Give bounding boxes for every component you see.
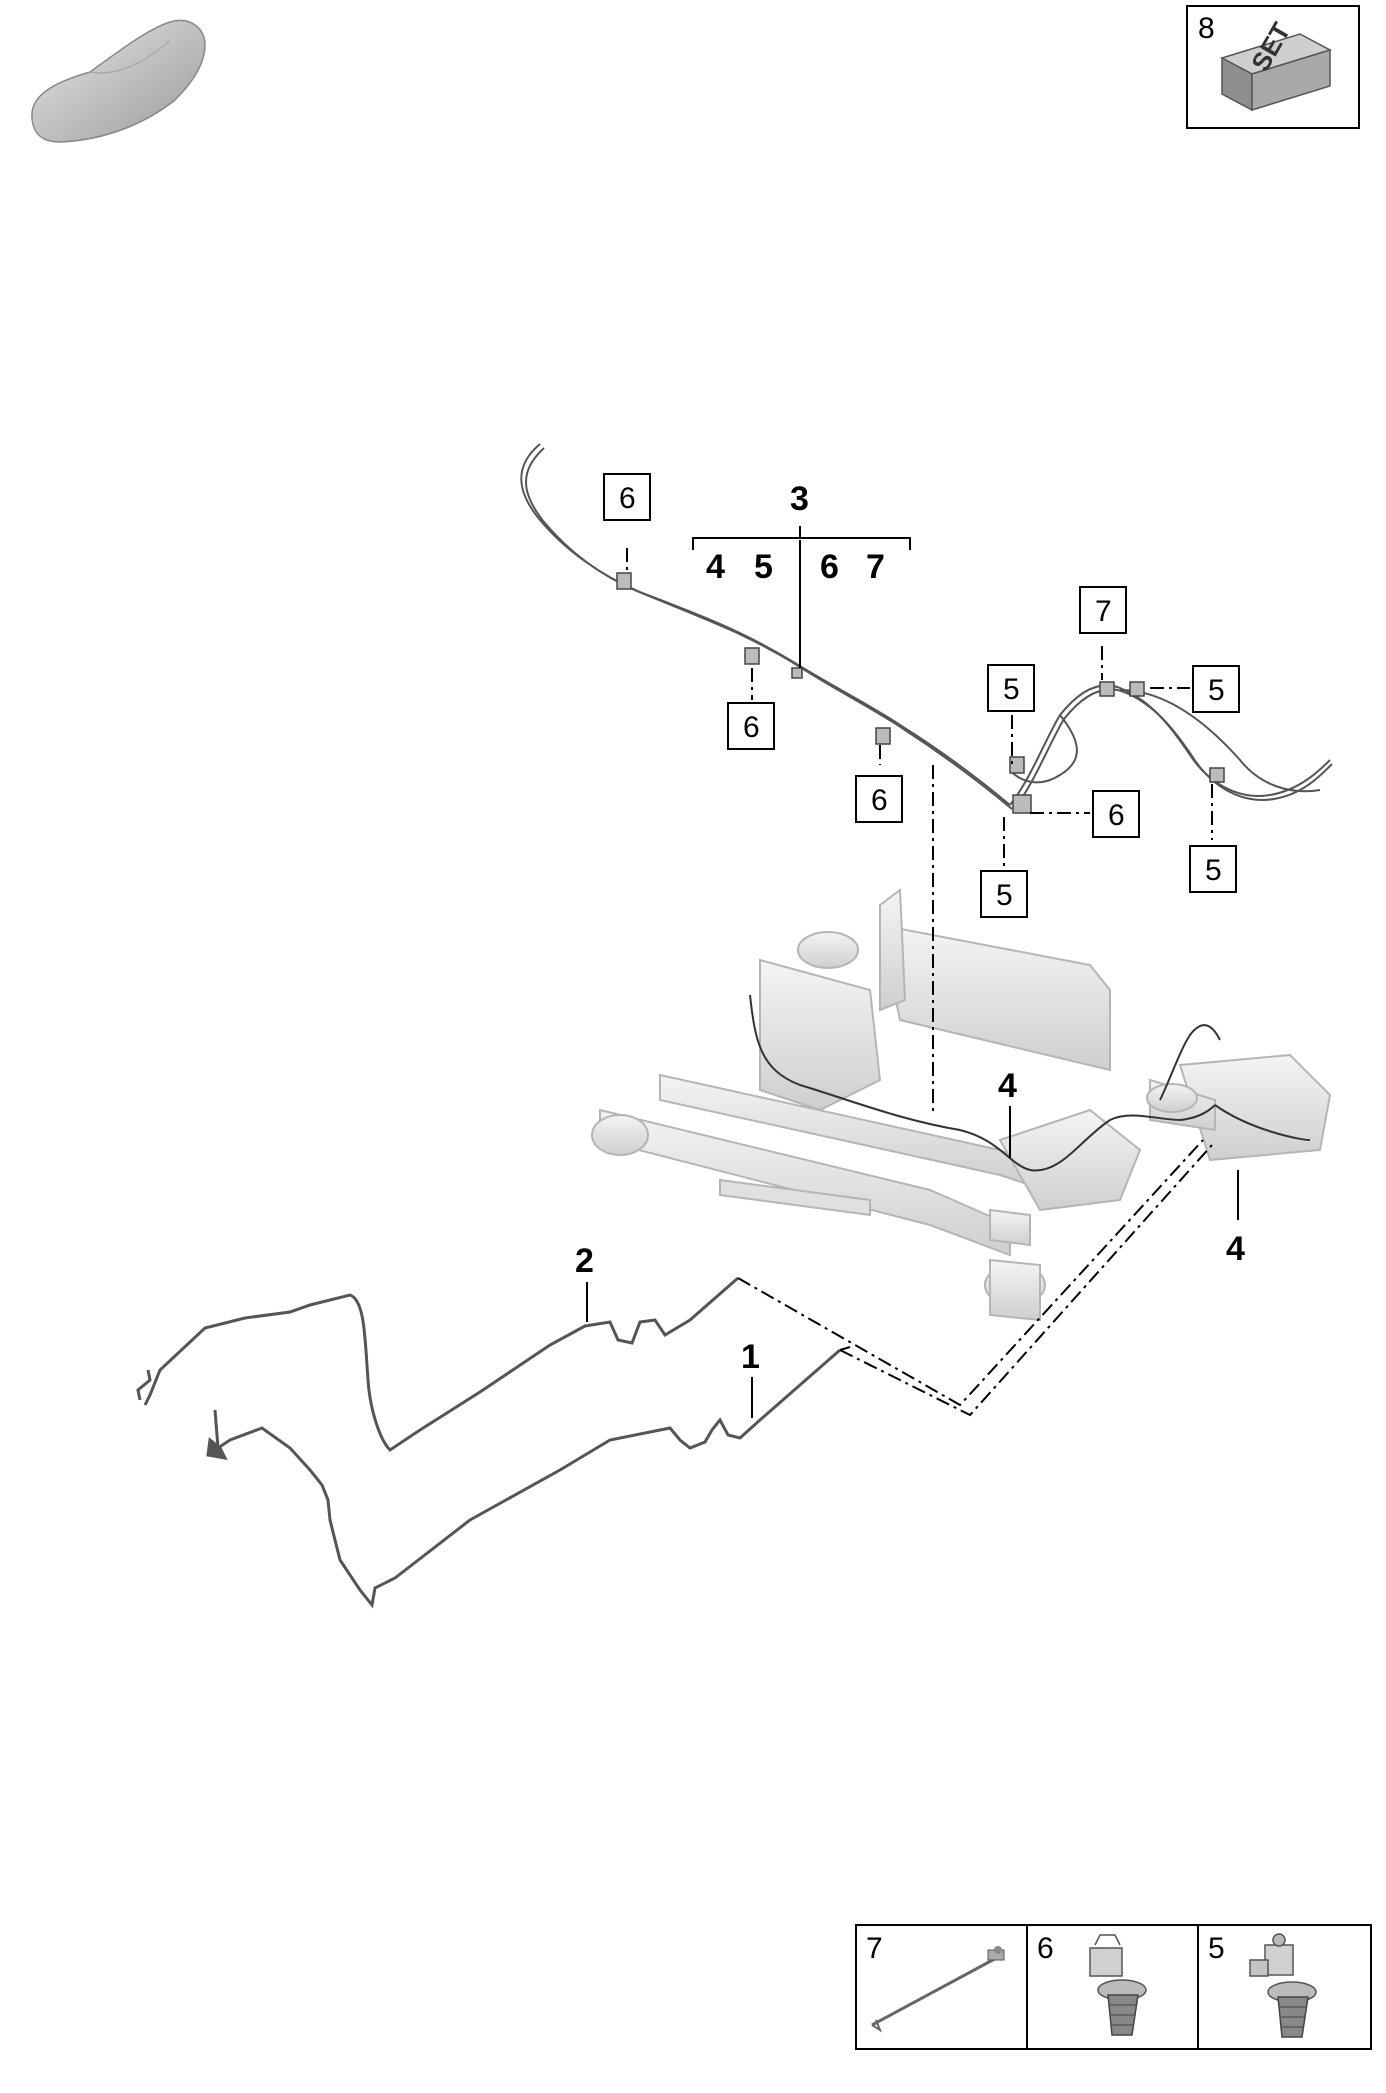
callout-6-left: 6 (727, 702, 775, 750)
holder-clip-icon (1249, 1933, 1317, 2038)
group-member-5: 5 (754, 548, 773, 586)
harness-clip (875, 727, 891, 745)
legend-number-7: 7 (866, 1932, 883, 1965)
set-box: 8 SET (1186, 5, 1360, 129)
frame-cables (749, 994, 1311, 1172)
callout-5-lower-left: 5 (980, 870, 1028, 918)
group-number: 3 (790, 480, 809, 518)
harness-connector (791, 667, 803, 679)
callout-5-upper-left: 5 (987, 664, 1035, 712)
leader-lines (626, 548, 1213, 1417)
part-label-2: 2 (575, 1242, 594, 1280)
svg-text:5: 5 (1003, 673, 1020, 706)
solid-leaders (586, 526, 1239, 1418)
part-label-1: 1 (741, 1338, 760, 1376)
harness-clip (616, 572, 632, 590)
part-label-4-frame: 4 (998, 1067, 1017, 1105)
group-member-4: 4 (706, 548, 725, 586)
svg-text:6: 6 (871, 784, 888, 817)
svg-text:6: 6 (743, 711, 760, 744)
callout-5-lower-right: 5 (1189, 845, 1237, 893)
harness-clips (616, 572, 1225, 814)
group-member-6: 6 (820, 548, 839, 586)
svg-text:5: 5 (1205, 854, 1222, 887)
callout-6-top: 6 (603, 473, 651, 521)
harness-clip (1009, 756, 1025, 774)
brake-line-2 (136, 1276, 739, 1452)
harness-clip (1099, 681, 1115, 697)
callout-7: 7 (1079, 586, 1127, 634)
wiring-harness (520, 443, 1333, 810)
car-silhouette-icon (31, 19, 206, 143)
part-labels: 4 4 2 1 (575, 1067, 1245, 1376)
cable-tie-icon (871, 1946, 1005, 2033)
harness-clip (744, 647, 760, 665)
legend-number-5: 5 (1208, 1932, 1225, 1965)
callout-6-mid: 6 (855, 775, 903, 823)
legend-cell-5: 5 (1208, 1932, 1317, 2038)
set-box-number: 8 (1198, 12, 1215, 45)
svg-text:5: 5 (996, 879, 1013, 912)
svg-text:5: 5 (1208, 674, 1225, 707)
svg-text:6: 6 (1108, 799, 1125, 832)
rear-axle-subframe (591, 888, 1332, 1322)
part-label-4-actuator: 4 (1226, 1230, 1245, 1268)
clip-icon (1089, 1934, 1147, 2036)
group-member-7: 7 (866, 548, 885, 586)
svg-text:6: 6 (619, 482, 636, 515)
brake-line-1 (206, 1348, 841, 1609)
harness-clip (1209, 767, 1225, 783)
legend-number-6: 6 (1037, 1932, 1054, 1965)
callout-6-right: 6 (1092, 790, 1140, 838)
legend-cell-6: 6 (1037, 1932, 1147, 2036)
harness-clip (1012, 794, 1032, 814)
callout-5-upper-right: 5 (1192, 665, 1240, 713)
group-label-3: 3 4 5 6 7 (706, 480, 885, 586)
parts-legend: 7 6 5 (855, 1924, 1372, 2050)
callout-boxes: 6 6 6 6 5 5 5 5 (603, 473, 1240, 918)
svg-text:7: 7 (1095, 595, 1112, 628)
harness-clip (1129, 681, 1145, 697)
legend-cell-7: 7 (866, 1932, 1005, 2033)
